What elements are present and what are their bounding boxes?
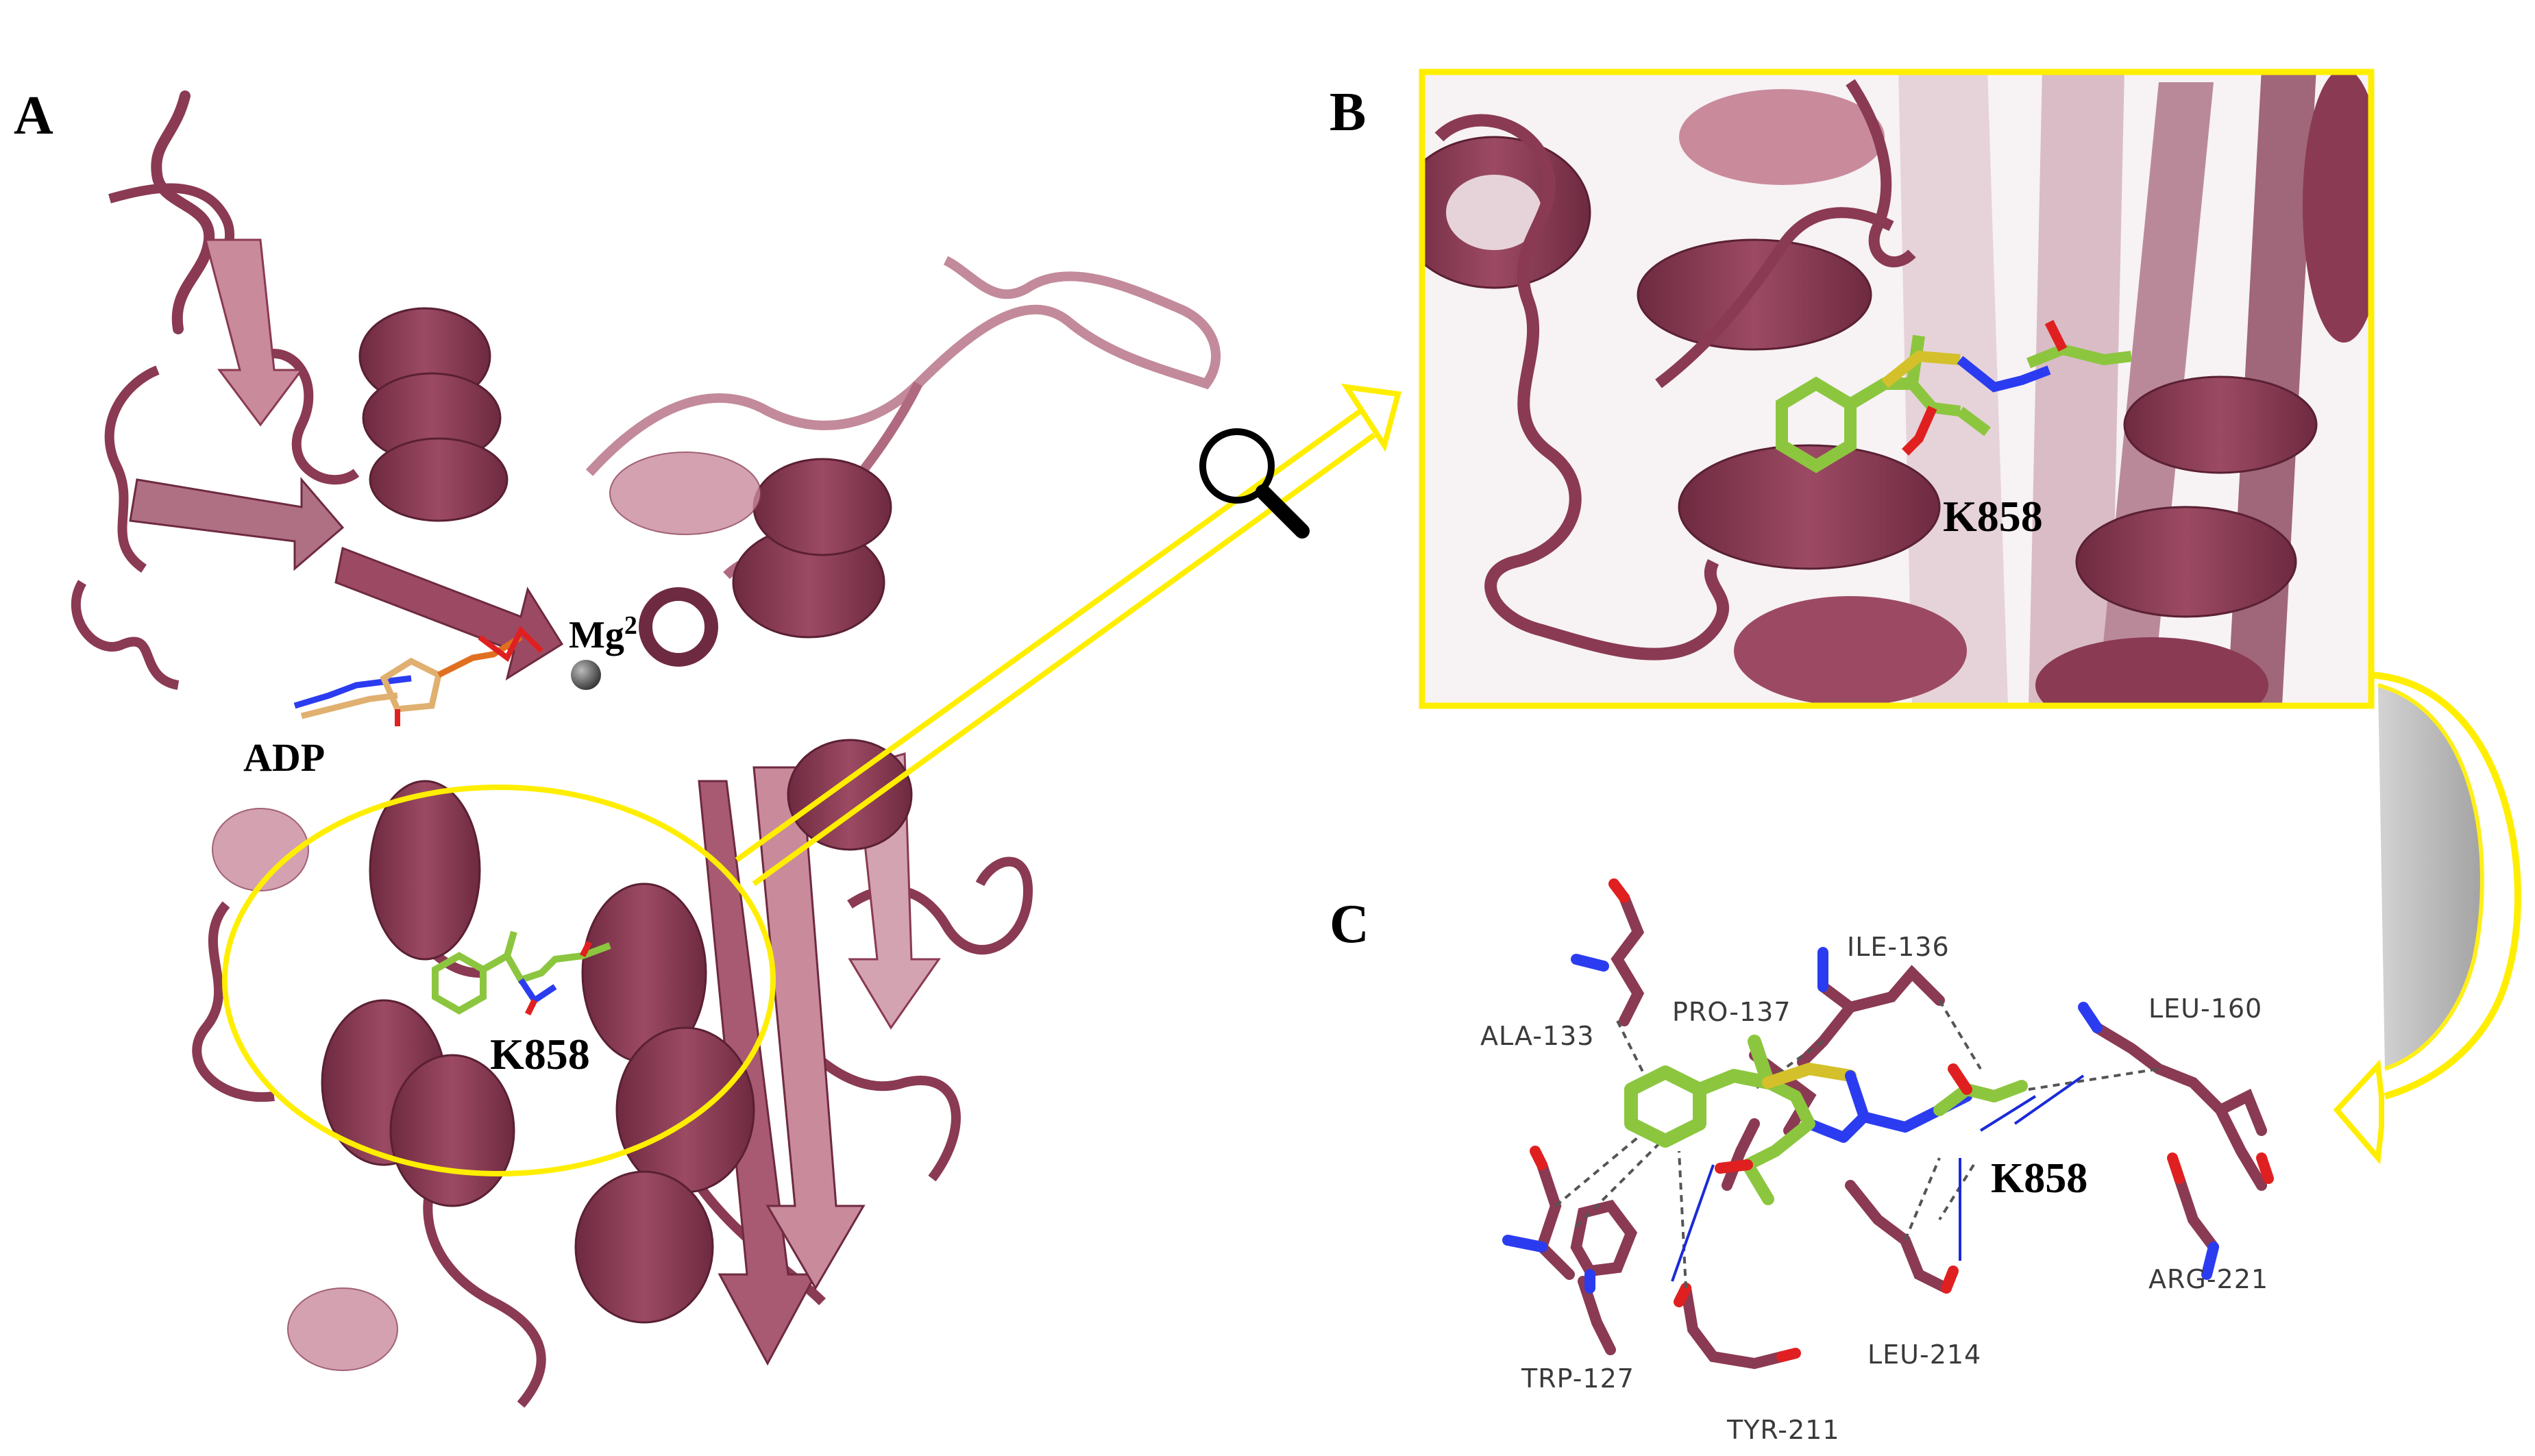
- k858-label-a: K858: [490, 1030, 590, 1078]
- residue-label-ala133: ALA-133: [1480, 1021, 1594, 1051]
- panel-b-letter: B: [1330, 82, 1366, 143]
- k858-label-c: K858: [1991, 1155, 2087, 1202]
- hydrogen-bonds: [1671, 1074, 2085, 1282]
- residue-label-leu214: LEU-214: [1867, 1340, 1981, 1370]
- residue-label-leu160: LEU-160: [2148, 994, 2262, 1024]
- residue-label-arg221: ARG-221: [2148, 1264, 2268, 1294]
- k858-label-b: K858: [1943, 492, 2043, 541]
- residue-label-ile136: ILE-136: [1847, 932, 1950, 962]
- hydrophobic-contacts: [1554, 999, 2159, 1289]
- panel-c: C: [1330, 878, 2274, 1445]
- curved-arrow: [2333, 671, 2521, 1165]
- residue-heteroatoms: [1502, 878, 2274, 1362]
- panel-b: B: [1330, 69, 2375, 709]
- mg-ion: [571, 660, 601, 690]
- binding-site-highlight: [222, 785, 776, 1176]
- adp-ligand: [293, 626, 543, 726]
- residue-label-trp127: TRP-127: [1521, 1364, 1634, 1394]
- k858-ligand-a: [432, 930, 611, 1016]
- panel-c-letter: C: [1330, 894, 1369, 954]
- mg-label: Mg2: [569, 611, 637, 656]
- k858-ligand-b: [1776, 319, 2132, 473]
- panel-b-frame: [1419, 69, 2375, 709]
- panel-b-protein: [1422, 72, 2371, 706]
- adp-label: ADP: [243, 735, 325, 780]
- residue-labels: ALA-133 ILE-136 PRO-137 LEU-160 TRP-127 …: [1480, 932, 2268, 1445]
- magnifier-icon: [1199, 428, 1310, 539]
- residue-label-tyr211: TYR-211: [1726, 1415, 1840, 1445]
- residue-label-pro137: PRO-137: [1672, 997, 1791, 1027]
- k858-ligand-c: [1624, 1035, 2028, 1205]
- panel-a: A: [14, 86, 1221, 1408]
- panel-a-letter: A: [14, 86, 53, 146]
